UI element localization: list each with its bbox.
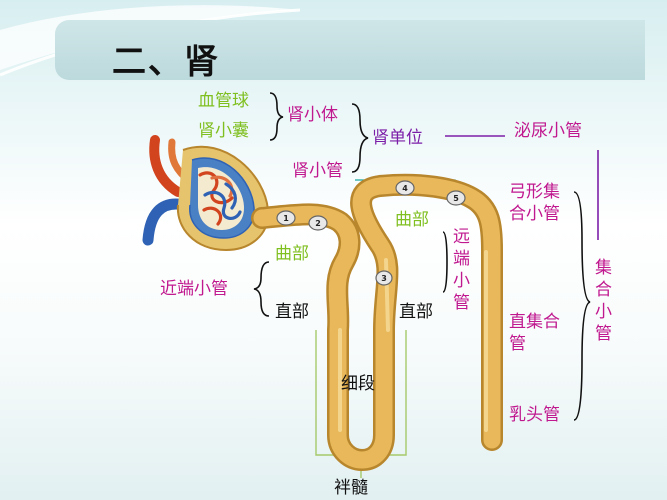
label-distal-tubule-char-2: 端 xyxy=(453,249,470,270)
label-glomerulus: 血管球 xyxy=(198,91,249,111)
marker-4: 4 xyxy=(395,180,415,196)
label-collecting-tubule-char-2: 合 xyxy=(595,280,612,301)
label-collecting-tubule-char-4: 管 xyxy=(595,324,612,345)
label-straight-collecting-duct: 直集合 管 xyxy=(509,311,560,355)
marker-2-label: 2 xyxy=(315,219,321,228)
label-proximal-straight: 直部 xyxy=(275,302,309,322)
marker-4-label: 4 xyxy=(402,184,408,193)
marker-2: 2 xyxy=(308,215,328,231)
label-distal-tubule: 远 端 小 管 xyxy=(453,226,470,314)
label-proximal-tubule: 近端小管 xyxy=(160,279,228,299)
marker-5-label: 5 xyxy=(453,194,459,203)
page-title: 二、肾 xyxy=(112,42,220,82)
label-arched-collecting-tubule-line-1: 弓形集 xyxy=(509,182,560,202)
marker-5: 5 xyxy=(446,190,466,206)
renal-corpuscle-drawing xyxy=(176,145,270,252)
marker-3: 3 xyxy=(375,270,393,286)
label-arched-collecting-tubule-line-2: 合小管 xyxy=(509,204,560,225)
label-collecting-tubule-char-1: 集 xyxy=(595,258,612,278)
label-renal-corpuscle: 肾小体 xyxy=(287,105,338,125)
label-straight-collecting-duct-line-2: 管 xyxy=(509,334,526,355)
label-distal-tubule-char-3: 小 xyxy=(453,271,470,292)
label-arched-collecting-tubule: 弓形集 合小管 xyxy=(509,181,560,225)
tubule-fill xyxy=(253,176,501,469)
marker-1: 1 xyxy=(276,210,296,226)
label-proximal-convoluted: 曲部 xyxy=(275,244,309,264)
marker-1-label: 1 xyxy=(283,214,289,223)
section-markers: 1 2 3 4 5 xyxy=(276,180,466,286)
label-renal-capsule: 肾小囊 xyxy=(198,121,249,141)
label-distal-straight: 直部 xyxy=(399,302,433,322)
label-collecting-tubule-char-3: 小 xyxy=(595,302,612,323)
label-nephron: 肾单位 xyxy=(372,128,423,148)
label-collecting-tubule: 集 合 小 管 xyxy=(595,257,612,345)
label-medullary-loop: 袢髓 xyxy=(334,478,368,498)
label-distal-tubule-char-1: 远 xyxy=(453,227,470,247)
label-distal-tubule-char-4: 管 xyxy=(453,293,470,314)
label-papillary-duct: 乳头管 xyxy=(509,405,560,425)
connector-lines xyxy=(253,92,599,478)
label-thin-segment: 细段 xyxy=(341,374,375,394)
label-straight-collecting-duct-line-1: 直集合 xyxy=(509,312,560,332)
label-distal-convoluted: 曲部 xyxy=(395,210,429,230)
label-renal-tubule: 肾小管 xyxy=(292,161,343,181)
marker-3-label: 3 xyxy=(381,274,387,283)
header-band xyxy=(55,20,645,80)
label-uriniferous-tubule: 泌尿小管 xyxy=(514,121,582,141)
